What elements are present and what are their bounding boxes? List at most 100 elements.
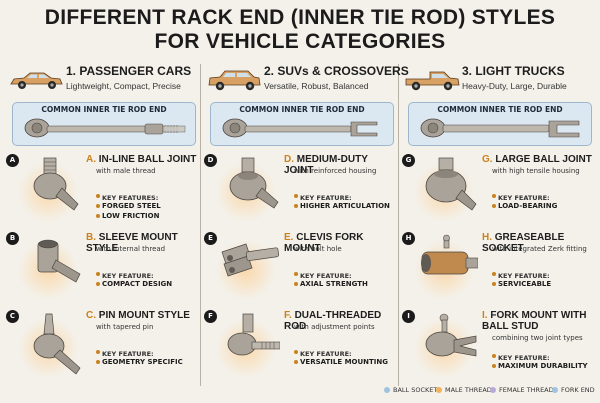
bullet (492, 354, 496, 358)
feature-text: MAXIMUM DURABILITY (498, 362, 588, 370)
column-suvs-crossovers: 2. SUVs & CROSSOVERS Versatile, Robust, … (202, 62, 409, 388)
item-title: D. MEDIUM-DUTY JOINT (284, 154, 368, 176)
item-description: combining two joint types (492, 334, 583, 342)
key-features-label: KEY FEATURES: (102, 194, 159, 202)
item-title: A. IN-LINE BALL JOINT (86, 154, 197, 165)
item-title: I. FORK MOUNT WITH BALL STUD (482, 310, 587, 332)
key-feature-label: KEY FEATURE: (102, 272, 154, 280)
legend-swatch (384, 387, 390, 393)
large-ball-joint-icon (425, 157, 477, 211)
item-description: with adjustment points (294, 323, 375, 331)
column-divider (200, 64, 201, 386)
item-description: with bolt hole (294, 245, 342, 253)
bullet (96, 350, 100, 354)
common-tie-rod-label: COMMON INNER TIE ROD END (437, 105, 563, 114)
common-tie-rod-label: COMMON INNER TIE ROD END (239, 105, 365, 114)
feature-text: LOAD-BEARING (498, 202, 558, 210)
in-line-ball-joint-icon (33, 157, 79, 211)
title-line-1: DIFFERENT RACK END (INNER TIE ROD) STYLE… (44, 6, 556, 29)
bullet (492, 364, 496, 368)
rack-end-item-i: I I. FORK MOUNT WITH BALL STUD combining… (400, 310, 596, 388)
rack-end-item-d: D D. MEDIUM-DUTY JOINT with reinforced h… (202, 154, 398, 232)
rack-end-item-h: H H. GREASEABLE SOCKET with integrated Z… (400, 232, 596, 310)
suv-icon (208, 70, 261, 91)
common-tie-rod-panel: COMMON INNER TIE ROD END (210, 102, 394, 146)
legend-swatch (490, 387, 496, 393)
column-title: 3. LIGHT TRUCKS (462, 64, 565, 78)
column-title: 2. SUVs & CROSSOVERS (264, 64, 409, 78)
item-description: with integrated Zerk fitting (492, 245, 587, 253)
item-title: B. SLEEVE MOUNT STYLE (86, 232, 178, 254)
bullet (96, 204, 100, 208)
key-feature-label: KEY FEATURE: (300, 194, 352, 202)
sleeve-mount-icon (37, 239, 81, 283)
legend-swatch (436, 387, 442, 393)
common-tie-rod-label: COMMON INNER TIE ROD END (41, 105, 167, 114)
key-feature-label: KEY FEATURE: (498, 354, 550, 362)
pin-mount-icon (33, 313, 81, 375)
bullet (96, 282, 100, 286)
bullet (294, 204, 298, 208)
feature-text: AXIAL STRENGTH (300, 280, 368, 288)
column-header: 3. LIGHT TRUCKS Heavy-Duty, Large, Durab… (400, 62, 596, 98)
rack-end-item-c: C C. PIN MOUNT STYLE with tapered pin KE… (4, 310, 200, 388)
column-divider (398, 64, 399, 386)
bullet (492, 194, 496, 198)
fork-mount-ball-stud-icon (425, 313, 477, 357)
rack-end-item-e: E E. CLEVIS FORK MOUNT with bolt hole KE… (202, 232, 398, 310)
feature-text: VERSATILE MOUNTING (300, 358, 389, 366)
bullet (294, 360, 298, 364)
feature-text: GEOMETRY SPECIFIC (102, 358, 183, 366)
feature-text: LOW FRICTION (102, 212, 160, 220)
item-letter-badge: H (402, 232, 415, 245)
bullet (294, 282, 298, 286)
key-feature-label: KEY FEATURE: (498, 272, 550, 280)
greaseable-socket-icon (421, 234, 478, 275)
column-subtitle: Versatile, Robust, Balanced (264, 81, 369, 91)
bullet (294, 350, 298, 354)
bullet (96, 360, 100, 364)
item-description: with male thread (96, 167, 156, 175)
item-description: with reinforced housing (294, 167, 377, 175)
bullet (492, 204, 496, 208)
item-letter-badge: B (6, 232, 19, 245)
rack-end-item-g: G G. LARGE BALL JOINT with high tensile … (400, 154, 596, 232)
feature-text: FORGED STEEL (102, 202, 161, 210)
common-tie-rod-panel: COMMON INNER TIE ROD END (408, 102, 592, 146)
medium-duty-joint-icon (229, 157, 279, 209)
item-title: C. PIN MOUNT STYLE (86, 310, 190, 321)
item-letter-badge: E (204, 232, 217, 245)
item-letter-badge: I (402, 310, 415, 323)
item-title: E. CLEVIS FORK MOUNT (284, 232, 364, 254)
legend: BALL SOCKET MALE THREAD FEMALE THREAD FO… (0, 385, 600, 399)
item-letter-badge: A (6, 154, 19, 167)
inner-tie-rod-icon (222, 118, 378, 138)
dual-threaded-rod-icon (227, 313, 280, 356)
sedan-icon (10, 72, 63, 89)
item-description: with high tensile housing (492, 167, 580, 175)
legend-swatch (552, 387, 558, 393)
item-title: F. DUAL-THREADED ROD (284, 310, 382, 332)
inner-tie-rod-icon (420, 118, 580, 138)
column-passenger-cars: 1. PASSENGER CARS Lightweight, Compact, … (4, 62, 200, 388)
inner-tie-rod-icon (24, 118, 186, 138)
common-tie-rod-panel: COMMON INNER TIE ROD END (12, 102, 196, 146)
column-title: 1. PASSENGER CARS (66, 64, 192, 78)
item-letter-badge: F (204, 310, 217, 323)
column-subtitle: Lightweight, Compact, Precise (66, 81, 181, 91)
bullet (492, 272, 496, 276)
bullet (492, 282, 496, 286)
rack-end-item-b: B B. SLEEVE MOUNT STYLE with internal th… (4, 232, 200, 310)
key-feature-label: KEY FEATURE: (102, 350, 154, 358)
key-feature-label: KEY FEATURE: (498, 194, 550, 202)
page-title: DIFFERENT RACK END (INNER TIE ROD) STYLE… (0, 6, 600, 54)
pickup-truck-icon (405, 71, 460, 91)
column-light-trucks: 3. LIGHT TRUCKS Heavy-Duty, Large, Durab… (400, 62, 596, 388)
feature-text: COMPACT DESIGN (102, 280, 173, 288)
rack-end-item-f: F F. DUAL-THREADED ROD with adjustment p… (202, 310, 398, 388)
item-description: with tapered pin (96, 323, 154, 331)
item-letter-badge: G (402, 154, 415, 167)
feature-text: HIGHER ARTICULATION (300, 202, 390, 210)
feature-text: SERVICEABLE (498, 280, 552, 288)
bullet (96, 214, 100, 218)
